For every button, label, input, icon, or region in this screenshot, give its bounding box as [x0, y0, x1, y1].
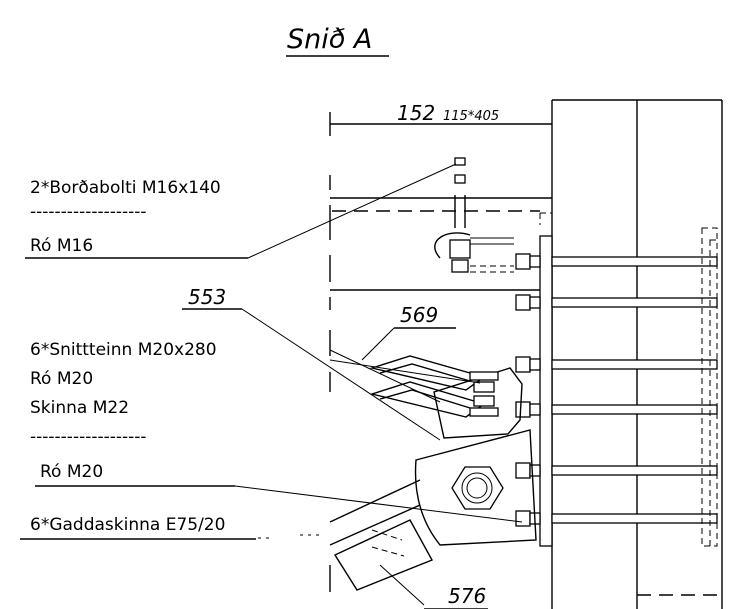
rod-leader-2 — [329, 359, 481, 384]
column-post — [539, 99, 723, 609]
label-nut-m20-a: Ró M20 — [30, 369, 93, 389]
part-569-leader — [361, 327, 395, 361]
section-title: Snið A — [287, 24, 372, 55]
rod-leader-1 — [329, 349, 441, 403]
upper-bolt — [434, 157, 514, 273]
label-gaddaskinna: 6*Gaddaskinna E75/20 — [30, 515, 225, 535]
label-dash-1: ------------------- — [30, 202, 147, 222]
steel-plate — [539, 235, 553, 547]
label-nut-m20-b: Ró M20 — [40, 462, 103, 482]
part-553-leader — [241, 308, 441, 441]
bracket-plates — [369, 355, 523, 439]
label-washer: Skinna M22 — [30, 398, 129, 418]
bolt-leader — [247, 163, 457, 259]
label-threaded-rod: 6*Snittteinn M20x280 — [30, 340, 217, 360]
nut-m20-b-leader — [234, 485, 523, 523]
label-nut-m16: Ró M16 — [30, 236, 93, 256]
part-number-553: 553 — [188, 285, 226, 309]
label-dash-2: ------------------- — [30, 427, 147, 447]
lower-bracket — [258, 429, 537, 591]
part-576-leader — [379, 564, 425, 606]
part-number-569: 569 — [400, 303, 438, 327]
dimension-value: 152 — [397, 101, 435, 125]
label-bolt: 2*Borðabolti M16x140 — [30, 178, 221, 198]
part-number-576: 576 — [448, 584, 486, 608]
far-side-nuts — [701, 227, 718, 547]
dimension-subvalue: 115*405 — [443, 109, 499, 124]
